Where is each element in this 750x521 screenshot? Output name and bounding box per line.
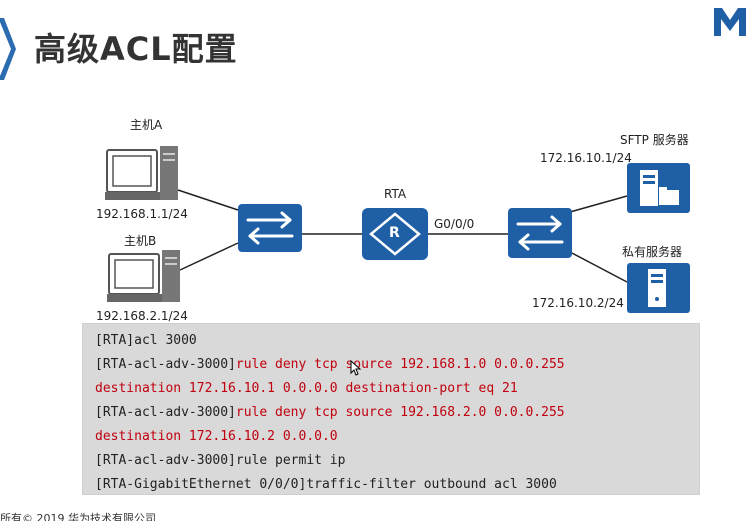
config-line-6: [RTA-acl-adv-3000]rule permit ip (95, 453, 346, 468)
switch-right-icon (508, 208, 572, 258)
host-a-label: 主机A (130, 118, 163, 132)
router-icon (362, 208, 428, 260)
slide-title: 高级ACL配置 (34, 30, 238, 68)
host-b-label: 主机B (124, 234, 157, 248)
copyright-footer: 所有© 2019 华为技术有限公司 (0, 512, 156, 521)
sftp-server-label: SFTP 服务器 (620, 133, 689, 147)
link-switch-sftp (569, 195, 628, 213)
config-line-4-command: rule deny tcp source 192.168.2.0 0.0.0.2… (235, 405, 565, 420)
config-code-box: [RTA]acl 3000 [RTA-acl-adv-3000]rule den… (82, 323, 700, 495)
link-hostB-switch (179, 242, 239, 271)
sftp-server-ip: 172.16.10.1/24 (540, 151, 632, 165)
config-line-4: [RTA-acl-adv-3000]rule deny tcp source 1… (95, 405, 565, 420)
config-line-2-prefix: [RTA-acl-adv-3000] (95, 357, 236, 372)
config-line-5: destination 172.16.10.2 0.0.0.0 (95, 429, 338, 444)
network-topology (105, 146, 690, 313)
chevron-icon (0, 18, 16, 80)
cursor-icon (350, 360, 362, 376)
host-b-ip: 192.168.2.1/24 (96, 309, 188, 323)
switch-left-icon (238, 204, 302, 252)
private-server-icon (627, 263, 690, 313)
link-switch-private (569, 251, 628, 283)
config-line-4-prefix: [RTA-acl-adv-3000] (95, 405, 236, 420)
brand-logo-icon (714, 8, 746, 36)
config-line-3: destination 172.16.10.1 0.0.0.0 destinat… (95, 381, 518, 396)
host-b-pc-icon (107, 250, 180, 302)
link-hostA-switch (177, 189, 239, 211)
router-glyph: R (389, 225, 400, 241)
config-line-2: [RTA-acl-adv-3000]rule deny tcp source 1… (95, 357, 565, 372)
router-interface: G0/0/0 (434, 217, 475, 231)
router-label: RTA (384, 187, 407, 201)
sftp-server-icon (627, 163, 690, 213)
config-line-2-command: rule deny tcp source 192.168.1.0 0.0.0.2… (235, 357, 565, 372)
folder-icon (659, 187, 679, 205)
host-a-ip: 192.168.1.1/24 (96, 207, 188, 221)
host-a-pc-icon (105, 146, 178, 200)
private-server-label: 私有服务器 (622, 245, 683, 259)
private-server-ip: 172.16.10.2/24 (532, 296, 624, 310)
config-line-1: [RTA]acl 3000 (95, 333, 197, 348)
topology-links (177, 189, 628, 283)
config-line-7: [RTA-GigabitEthernet 0/0/0]traffic-filte… (95, 477, 557, 492)
